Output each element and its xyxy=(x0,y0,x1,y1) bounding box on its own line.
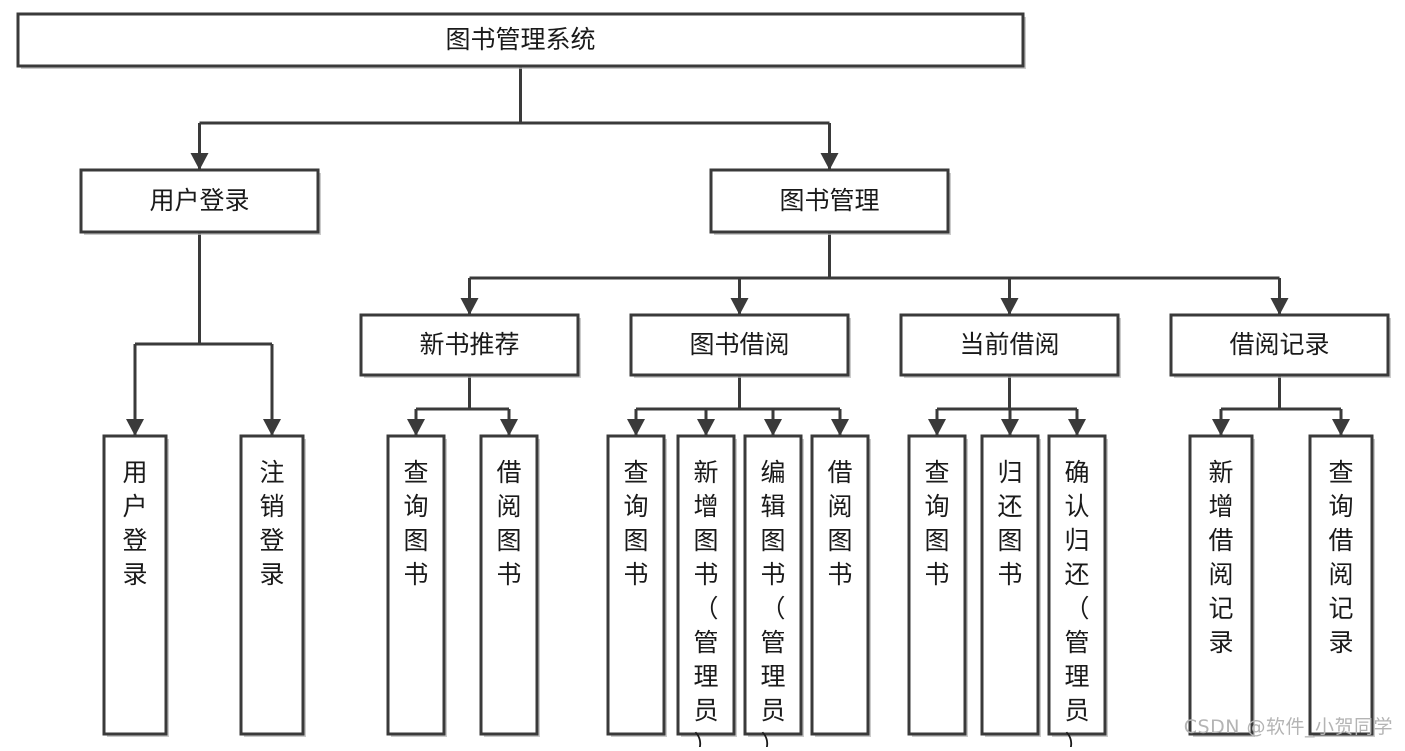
arrow-head-icon xyxy=(126,419,144,436)
node-box[interactable] xyxy=(1169,313,1390,377)
node-box[interactable] xyxy=(479,434,539,736)
arrow-head-icon xyxy=(190,153,209,170)
node-label: 图书管理 xyxy=(779,186,879,215)
connector-layer xyxy=(126,66,1350,436)
arrow-head-icon xyxy=(928,419,946,436)
arrow-head-icon xyxy=(1000,298,1019,315)
node-leaf-query-book-3[interactable]: 查询图书 xyxy=(907,434,968,737)
node-box[interactable] xyxy=(709,168,950,234)
node-label: 借阅记录 xyxy=(1229,330,1329,359)
node-box[interactable] xyxy=(1047,434,1107,736)
connector-group xyxy=(1212,375,1350,436)
node-box[interactable] xyxy=(907,434,967,736)
node-leaf-confirm-return[interactable]: 确认归还（管理员） xyxy=(1047,434,1108,751)
node-label: 查询图书 xyxy=(623,458,648,589)
node-box[interactable] xyxy=(79,168,320,234)
node-leaf-edit-book[interactable]: 编辑图书（管理员） xyxy=(743,434,804,751)
node-leaf-borrow-book-1[interactable]: 借阅图书 xyxy=(479,434,540,737)
node-label: 新书推荐 xyxy=(419,330,519,359)
arrow-head-icon xyxy=(820,153,839,170)
node-root[interactable]: 图书管理系统 xyxy=(16,12,1026,69)
node-label: 当前借阅 xyxy=(959,330,1059,359)
node-label: 归还图书 xyxy=(997,458,1022,589)
node-label: 用户登录 xyxy=(149,186,249,215)
arrow-head-icon xyxy=(500,419,518,436)
node-box[interactable] xyxy=(899,313,1120,377)
node-label: 注销登录 xyxy=(259,458,284,589)
node-current-borrow[interactable]: 当前借阅 xyxy=(899,313,1121,378)
node-box[interactable] xyxy=(606,434,666,736)
node-book-manage[interactable]: 图书管理 xyxy=(709,168,951,235)
arrow-head-icon xyxy=(1270,298,1289,315)
node-box[interactable] xyxy=(386,434,446,736)
arrow-head-icon xyxy=(627,419,645,436)
node-label: 查询借阅记录 xyxy=(1328,458,1353,657)
node-box[interactable] xyxy=(676,434,736,736)
connector-group xyxy=(126,232,281,436)
node-label: 新增图书（管理员） xyxy=(693,458,718,747)
arrow-head-icon xyxy=(1332,419,1350,436)
node-leaf-add-book[interactable]: 新增图书（管理员） xyxy=(676,434,737,751)
node-label: 编辑图书（管理员） xyxy=(760,458,785,747)
node-leaf-return-book[interactable]: 归还图书 xyxy=(980,434,1041,737)
node-label: 确认归还（管理员） xyxy=(1064,458,1089,747)
node-box[interactable] xyxy=(1188,434,1254,736)
node-label: 查询图书 xyxy=(403,458,428,589)
connector-group xyxy=(460,232,1289,315)
arrow-head-icon xyxy=(764,419,782,436)
connector-group xyxy=(190,66,839,170)
node-box[interactable] xyxy=(16,12,1025,68)
node-label: 新增借阅记录 xyxy=(1208,458,1233,657)
connector-group xyxy=(407,375,518,436)
connector-group xyxy=(627,375,849,436)
node-box[interactable] xyxy=(359,313,580,377)
node-box[interactable] xyxy=(239,434,305,736)
node-borrow-record[interactable]: 借阅记录 xyxy=(1169,313,1391,378)
node-label: 借阅图书 xyxy=(496,458,521,589)
node-box[interactable] xyxy=(102,434,168,736)
node-book-borrow[interactable]: 图书借阅 xyxy=(629,313,851,378)
node-leaf-borrow-book-2[interactable]: 借阅图书 xyxy=(810,434,871,737)
arrow-head-icon xyxy=(831,419,849,436)
node-leaf-query-book-2[interactable]: 查询图书 xyxy=(606,434,667,737)
node-new-book-rec[interactable]: 新书推荐 xyxy=(359,313,581,378)
connector-group xyxy=(928,375,1086,436)
arrow-head-icon xyxy=(730,298,749,315)
arrow-head-icon xyxy=(263,419,281,436)
node-box[interactable] xyxy=(810,434,870,736)
node-box[interactable] xyxy=(1308,434,1374,736)
node-label: 图书借阅 xyxy=(689,330,789,359)
arrow-head-icon xyxy=(1068,419,1086,436)
arrow-head-icon xyxy=(407,419,425,436)
arrow-head-icon xyxy=(1001,419,1019,436)
node-box[interactable] xyxy=(629,313,850,377)
node-leaf-query-record[interactable]: 查询借阅记录 xyxy=(1308,434,1375,737)
arrow-head-icon xyxy=(697,419,715,436)
node-box[interactable] xyxy=(743,434,803,736)
node-user-login[interactable]: 用户登录 xyxy=(79,168,321,235)
node-leaf-logout[interactable]: 注销登录 xyxy=(239,434,306,737)
node-label: 查询图书 xyxy=(924,458,949,589)
node-layer: 图书管理系统用户登录图书管理新书推荐图书借阅当前借阅借阅记录用户登录注销登录查询… xyxy=(16,12,1391,751)
watermark-label: CSDN @软件_小贺同学 xyxy=(1183,716,1393,738)
node-label: 图书管理系统 xyxy=(445,25,595,54)
node-leaf-add-record[interactable]: 新增借阅记录 xyxy=(1188,434,1255,737)
arrow-head-icon xyxy=(460,298,479,315)
arrow-head-icon xyxy=(1212,419,1230,436)
node-leaf-user-login[interactable]: 用户登录 xyxy=(102,434,169,737)
node-label: 借阅图书 xyxy=(827,458,852,589)
node-box[interactable] xyxy=(980,434,1040,736)
node-leaf-query-book-1[interactable]: 查询图书 xyxy=(386,434,447,737)
node-label: 用户登录 xyxy=(122,458,147,589)
